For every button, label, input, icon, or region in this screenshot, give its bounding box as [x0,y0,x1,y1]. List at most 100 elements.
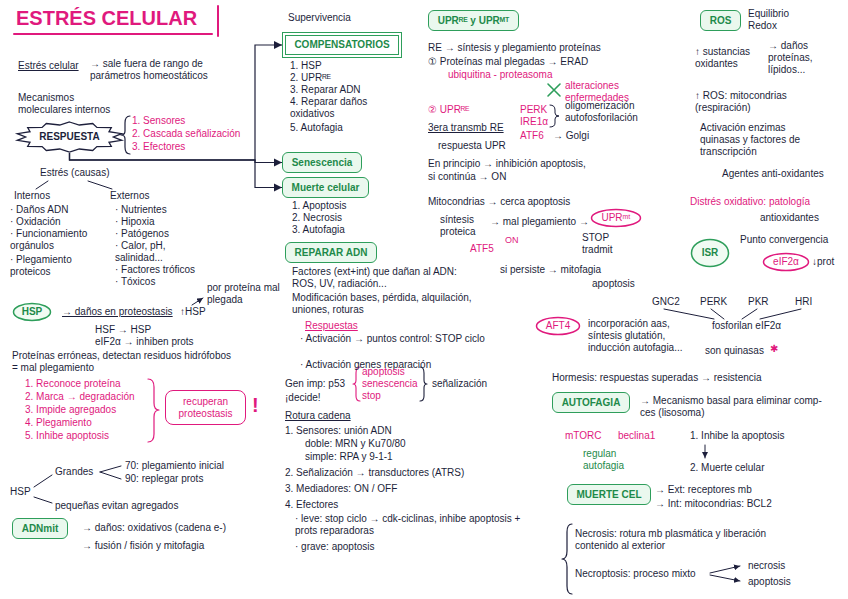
note-text: ↓prot [812,256,834,268]
note-text: simple: RPA y 9-1-1 [305,451,393,463]
node-text: ISR [702,247,719,259]
topic-box: ROS [700,10,741,31]
note-text: → mal plegamiento → [490,216,589,228]
note-text: 1. HSP [290,60,322,72]
topic-ellipse: ISR [690,238,730,268]
brace [562,524,572,594]
leader-line [34,497,52,503]
note-text: · Nutrientes [115,204,167,216]
note-text: Externos [110,190,149,202]
note-text: Punto convergencia [740,234,828,246]
note-text: ubiquitina - proteasoma [448,69,553,81]
node-text: UPRᵐᵗ [601,212,630,224]
node-text: COMPENSATORIOS [294,39,389,51]
note-text: Estrés (causas) [40,167,109,179]
node-text: AFT4 [546,320,570,332]
note-text: Equilibrio Redox [748,8,803,32]
node-text: AUTOFAGIA [562,397,621,409]
note-text: 5. Inhibe apoptosis [25,430,109,442]
node-text: Senescencia [292,157,353,169]
note-text: ATF5 [470,243,494,255]
note-text: Supervivencia [288,12,351,24]
node-text: RESPUESTA [39,131,99,143]
leader-line [36,181,48,189]
note-text: ↑ sustancias oxidantes [695,46,763,70]
note-text: 3. Autofagia [292,224,345,236]
keyword-ellipse: eIF2α [762,252,810,272]
note-text: apoptosis [362,366,405,378]
ellipse-outline [692,240,729,267]
leader-line [760,309,801,319]
topic-box: AUTOFAGIA [552,392,630,413]
note-text: mTORC [565,430,601,442]
note-text: 2. Señalización → transductores (ATRS) [285,467,464,479]
node-text: MUERTE CEL [577,489,642,501]
note-text: Agentes anti-oxidantes [722,168,824,180]
note-text: Grandes [55,466,93,478]
node-text: Muerte celular [292,182,360,194]
note-text: · Factores tróficos [115,264,195,276]
note-text: 4. Reparar daños oxidativos [290,96,395,120]
heading-box: COMPENSATORIOS [282,32,402,58]
note-text: → fusión / fisión y mitofagia [82,540,204,552]
note-text: HSF → HSP [95,324,151,336]
topic-box: Senescencia [282,152,362,173]
note-text: 90: replegar prots [125,473,203,485]
title-text: ESTRÉS CELULAR [16,6,197,30]
note-text: Necroptosis: proceso mixto [575,568,696,580]
note-text: → daños proteínas, lípidos... [768,40,840,76]
leader-line [711,309,724,319]
topic-box: REPARAR ADN [285,242,377,263]
note-text: 2. Cascada señalización [132,128,240,140]
note-text: fosforilan eIF2α [712,320,781,332]
note-text: 1. Reconoce proteína [25,378,121,390]
note-text: Necrosis: rotura mb plasmática y liberac… [575,528,805,552]
node-text: ADNmit [22,523,59,535]
note-text: respuesta UPR [438,140,506,152]
ellipse-outline [592,210,641,227]
note-text: → daños en proteostasis [62,306,173,318]
node-text: HSP [22,306,43,318]
note-text: IRE1α [520,116,548,128]
note-text: 4. Efectores [285,499,338,511]
note-text: si continúa → ON [428,171,506,183]
ellipse-outline [537,318,580,335]
note-text: GNC2 [652,296,680,308]
note-text: ON [505,234,519,246]
note-text: → Mecanismo basal para eliminar comp-ces… [640,395,830,419]
note-text: 3. Efectores [132,141,185,153]
note-text: · leve: stop ciclo → cdk-ciclinas, inhib… [295,513,535,537]
brace [420,367,427,401]
note-text: Rotura cadena [285,410,351,422]
note-text: stop [362,390,381,402]
note-text: 2. Marca → degradación [25,391,135,403]
topic-ellipse: HSP [12,302,52,322]
topic-box: ADNmit [12,518,68,539]
note-text: 3. Mediadores: ON / OFF [285,483,397,495]
leader-line [100,472,121,479]
note-text: · Activación → puntos control: STOP cicl… [300,333,490,345]
keyword-ellipse: UPRᵐᵗ [590,208,642,228]
note-text: → Golgi [553,130,589,142]
note-text: son quinasas [705,345,764,357]
keyword-ellipse: AFT4 [535,316,581,336]
note-text: · Tóxicos [115,276,155,288]
brace [121,116,130,154]
note-text: incorporación aas, síntesis glutatión, i… [588,318,693,354]
note-text: regulan autofagia [583,448,643,472]
title-bar [217,6,219,36]
note-text: señalización [432,378,487,390]
note-text: → Ext: receptores mb [655,484,752,496]
leader-line [34,475,52,487]
brace [550,105,559,127]
note-text: pequeñas evitan agregados [55,500,178,512]
note-text: Proteínas erróneas, detectan residuos hi… [12,350,232,374]
note-text: Gen imp: p53 [285,378,345,390]
note-text: apoptosis [748,576,791,588]
ellipse-outline [14,304,51,321]
node-text: REPARAR ADN [295,247,368,259]
note-text: 3. Impide agregados [25,404,116,416]
note-text: 1. Inhibe la apoptosis [690,430,785,442]
note-text: por proteína mal plegada [207,282,282,306]
